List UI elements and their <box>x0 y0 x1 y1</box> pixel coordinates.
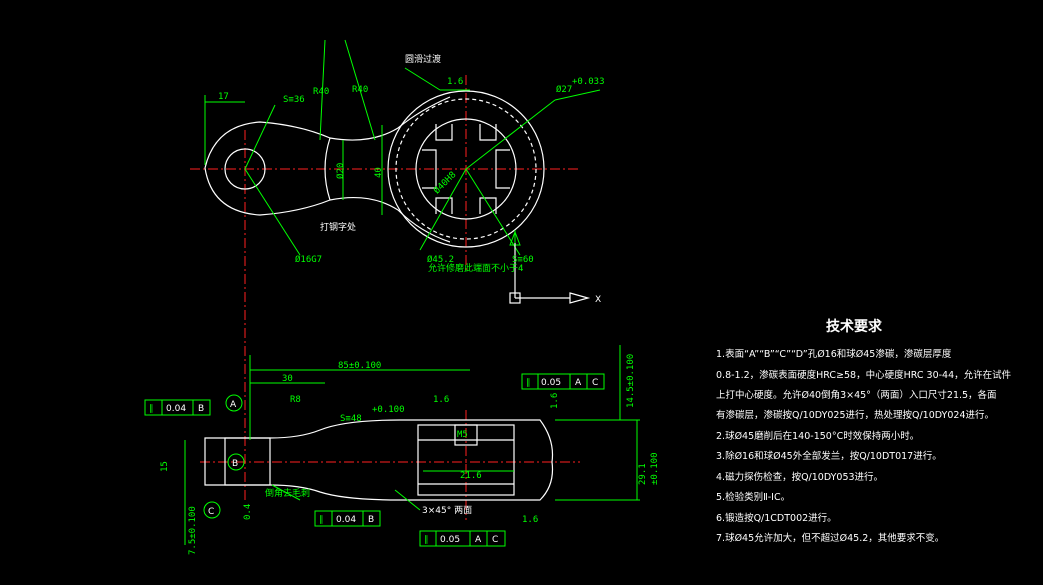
roughness-1-6-a: 1.6 <box>433 395 449 405</box>
dim-7-5: 7.5±0.100 <box>188 506 198 555</box>
svg-text:B: B <box>368 515 374 525</box>
tech-line-4: 有渗碳层，渗碳按Q/10DY025进行，热处理按Q/10DY024进行。 <box>716 409 994 421</box>
tech-line-10: 7.球Ø45允许加大，但不超过Ø45.2，其他要求不变。 <box>716 532 944 544</box>
thread-m5: M5 <box>457 430 468 440</box>
svg-text:0.04: 0.04 <box>336 515 356 525</box>
spline-teeth <box>422 124 510 214</box>
small-end-bore <box>224 148 266 190</box>
ucs-icon <box>509 243 591 304</box>
big-end-bore <box>415 118 517 220</box>
chamfer-note: 3×45° 两面 <box>422 505 472 516</box>
smooth-transition-note: 圆滑过渡 <box>405 53 441 65</box>
dim-d16g7: Ø16G7 <box>295 254 322 265</box>
top-view: 圆滑过渡 17 S≡36 R40 R40 Ø20 40 Ø16G7 Ø40H8 … <box>190 39 605 500</box>
svg-text:B: B <box>198 404 204 414</box>
dim-s48-tol: +0.100 <box>372 405 405 415</box>
svg-text:0.04: 0.04 <box>166 404 186 414</box>
front-view: 85±0.100 30 R8 S≡48 +0.100 1.6 1.6 1.6 0… <box>144 345 660 555</box>
svg-text:∥: ∥ <box>149 404 154 414</box>
roughness-1-6-b: 1.6 <box>550 393 560 409</box>
svg-text:0.05: 0.05 <box>541 378 561 388</box>
tolerance-frame-4: ∥ 0.05 A C <box>419 530 506 547</box>
dim-14-5: 14.5±0.100 <box>626 354 636 408</box>
dim-85: 85±0.100 <box>338 361 381 371</box>
ucs-x-label: X <box>595 295 601 305</box>
shank-upper <box>329 96 451 141</box>
roughness-0-4: 0.4 <box>243 504 253 520</box>
dim-s48: S≡48 <box>340 414 362 424</box>
dim-r40a: R40 <box>313 87 329 97</box>
roughness-1-6-top: 1.6 <box>447 77 463 87</box>
dim-d45-2-note: 允许修磨此端面不小于4 <box>428 262 523 274</box>
dim-40: 40 <box>374 167 384 178</box>
big-end-chamfer <box>395 98 537 240</box>
svg-text:∥: ∥ <box>319 515 324 525</box>
tolerance-frame-3: ∥ 0.05 A C <box>521 373 605 390</box>
svg-text:C: C <box>592 378 598 388</box>
chamfer-deburr-note: 倒角去毛刺 <box>265 487 310 499</box>
marking-location-note: 打钢字处 <box>320 221 356 233</box>
tech-line-6: 3.除Ø16和球Ø45外全部发兰，按Q/10DT017进行。 <box>716 450 942 462</box>
dim-r40b: R40 <box>352 85 368 95</box>
tech-line-7: 4.磁力探伤检查，按Q/10DY053进行。 <box>716 471 883 483</box>
svg-text:A: A <box>575 378 582 388</box>
datum-b: B <box>227 453 245 471</box>
svg-text:A: A <box>230 400 237 410</box>
dim-s60: S≡60 <box>512 255 534 265</box>
dim-21-6: 21.6 <box>460 471 482 481</box>
dim-r8: R8 <box>290 395 301 405</box>
dim-d45-2: Ø45.2 <box>427 254 454 265</box>
small-end-bore-section <box>224 437 271 486</box>
svg-text:A: A <box>475 535 482 545</box>
small-end-outline <box>204 121 331 216</box>
tech-line-8: 5.检验类别Ⅱ-ⅠC。 <box>716 491 790 503</box>
tolerance-frame-2: ∥ 0.04 B <box>314 510 381 527</box>
tech-line-9: 6.锻造按Q/1CDT002进行。 <box>716 512 837 524</box>
dim-29-1: 29.1 <box>638 463 648 485</box>
datum-c: C <box>203 501 221 519</box>
tech-line-5: 2.球Ø45磨削后在140-150°C时效保持两小时。 <box>716 430 919 442</box>
svg-text:C: C <box>208 507 214 517</box>
tech-line-1: 1.表面“A”“B”“C”“D”孔Ø16和球Ø45渗碳，渗碳层厚度 <box>716 348 952 360</box>
svg-text:∥: ∥ <box>526 378 531 388</box>
dim-s36: S≡36 <box>283 95 305 105</box>
tech-line-2: 0.8-1.2，渗碳表面硬度HRC≥58，中心硬度HRC 30-44，允许在试件 <box>716 369 1012 381</box>
oil-hole <box>454 424 478 446</box>
dim-15: 15 <box>160 461 170 472</box>
tech-title: 技术要求 <box>826 318 883 335</box>
svg-text:0.05: 0.05 <box>440 535 460 545</box>
roughness-1-6-c: 1.6 <box>522 515 538 525</box>
dim-17: 17 <box>218 92 229 102</box>
shank-lower <box>329 196 451 243</box>
tech-line-3: 上打中心硬度。允许Ø40倒角3×45°（两面）入口尺寸21.5，各面 <box>716 389 997 401</box>
datum-a: A <box>225 394 243 412</box>
dim-d27-tol: +0.033 <box>572 77 605 87</box>
svg-text:∥: ∥ <box>424 535 429 545</box>
technical-requirements: 技术要求 1.表面“A”“B”“C”“D”孔Ø16和球Ø45渗碳，渗碳层厚度 0… <box>716 318 1012 544</box>
dim-29-1-tol: ±0.100 <box>650 452 660 485</box>
dim-d27: Ø27 <box>556 84 572 95</box>
svg-text:C: C <box>492 535 498 545</box>
dim-30: 30 <box>282 374 293 384</box>
dim-d20: Ø20 <box>335 163 346 179</box>
big-end-outer <box>387 90 545 248</box>
tolerance-frame-1: ∥ 0.04 B <box>144 399 211 416</box>
svg-text:B: B <box>232 459 238 469</box>
front-section-body <box>204 419 554 501</box>
